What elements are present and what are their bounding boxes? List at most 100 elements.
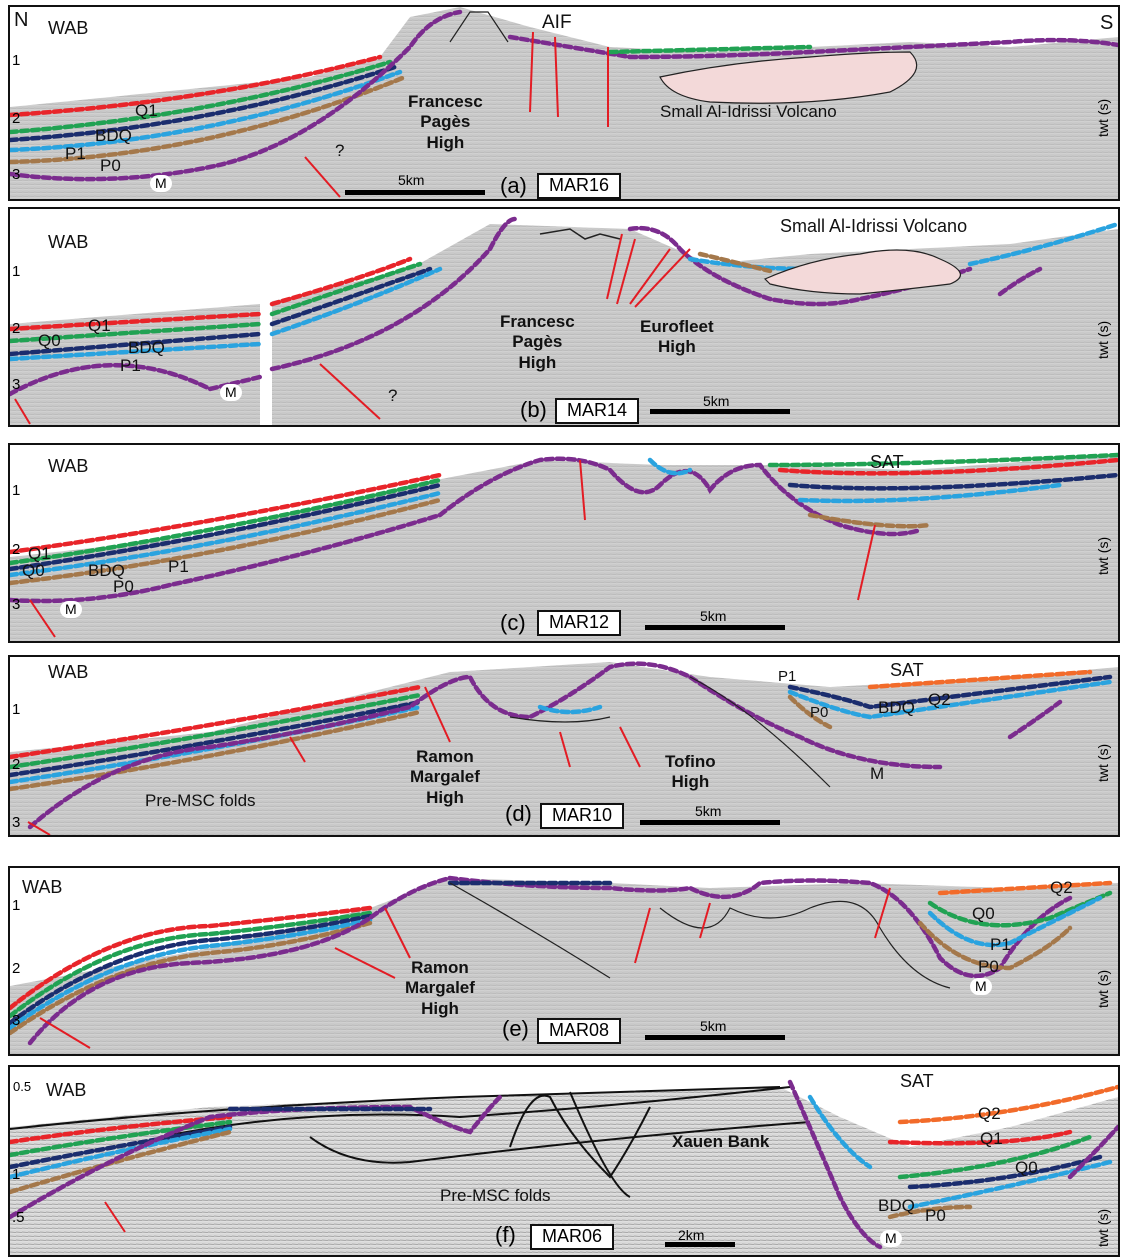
- label-p1: P1: [120, 356, 141, 375]
- scale-label: 5km: [700, 1018, 727, 1034]
- tick-1: 1: [12, 1166, 21, 1183]
- region-sat: SAT: [890, 660, 924, 680]
- label-p1: P1: [778, 668, 797, 685]
- panel-letter: (b): [520, 397, 547, 422]
- region-aif: AIF: [542, 12, 572, 33]
- region-wab: WAB: [22, 877, 63, 897]
- scale-label: 5km: [703, 393, 730, 409]
- scale-label: 2km: [678, 1227, 705, 1243]
- label-q: ?: [335, 141, 345, 160]
- tick-2: 2: [12, 320, 21, 337]
- horizon-q1: [10, 54, 383, 118]
- label-m: M: [880, 1230, 902, 1248]
- panel-f: 0.5 WAB SAT 1 .5 twt (s) Q2 Q1 Q0 BDQ P0…: [8, 1065, 1120, 1257]
- label-bdq: BDQ: [88, 561, 125, 580]
- tick-1: 1: [12, 701, 21, 718]
- axis-label: twt (s): [1095, 98, 1111, 137]
- interpretation-overlay: [10, 875, 1113, 1049]
- label-p0: P0: [810, 704, 829, 721]
- label-q0: Q0: [22, 561, 45, 580]
- label-francesc-high: Francesc Pagès High: [500, 312, 575, 372]
- line-label: MAR12: [537, 610, 622, 636]
- label-p0: P0: [925, 1206, 946, 1225]
- interpretation-overlay: [10, 661, 1113, 835]
- pluton-outline: [449, 11, 509, 43]
- panel-letter: (f): [495, 1222, 516, 1247]
- tick-3: 3: [12, 376, 21, 393]
- panel-letter: (a): [500, 173, 527, 198]
- label-q0: Q0: [38, 331, 61, 350]
- label-q2: Q2: [1050, 878, 1073, 897]
- label-q0: Q0: [972, 904, 995, 923]
- horizon-bdq: [10, 64, 398, 143]
- label-pre-msc-folds: Pre-MSC folds: [440, 1186, 551, 1205]
- label-m: M: [150, 175, 172, 193]
- label-m: M: [870, 764, 885, 783]
- line-label: MAR06: [530, 1224, 615, 1250]
- tick-3: 3: [12, 166, 21, 183]
- panel-a: N S WAB AIF 1 2 3 twt (s) Q1 BDQ P1 P0 M…: [8, 5, 1120, 201]
- interpretation-overlay: [10, 1079, 1118, 1250]
- axis-label: twt (s): [1095, 320, 1111, 359]
- label-bdq: BDQ: [128, 338, 165, 357]
- region-wab: WAB: [48, 232, 89, 252]
- label-m: M: [220, 384, 242, 402]
- label-p0: P0: [113, 577, 134, 596]
- label-p1: P1: [168, 557, 189, 576]
- region-wab: WAB: [48, 662, 89, 682]
- region-wab: WAB: [46, 1080, 87, 1100]
- label-q1: Q1: [980, 1129, 1003, 1148]
- label-q0: Q0: [1015, 1158, 1038, 1177]
- horizon-q0: [10, 59, 393, 135]
- label-tofino-high: Tofino High: [665, 752, 716, 792]
- tick-1-5: .5: [12, 1209, 25, 1226]
- tick-1: 1: [12, 52, 21, 69]
- label-p1: P1: [990, 935, 1011, 954]
- scale-bar: [665, 1242, 735, 1247]
- label-q1: Q1: [135, 101, 158, 120]
- tick-1: 1: [12, 482, 21, 499]
- region-wab: WAB: [48, 456, 89, 476]
- volcano-body: [659, 51, 918, 104]
- scale-bar: [645, 1035, 785, 1040]
- seismic-background: [10, 878, 1118, 1054]
- scale-bar: [650, 409, 790, 414]
- axis-label: twt (s): [1095, 536, 1111, 575]
- label-q1: Q1: [88, 316, 111, 335]
- label-pre-msc-folds: Pre-MSC folds: [145, 791, 256, 810]
- axis-label: twt (s): [1095, 743, 1111, 782]
- region-sat: SAT: [870, 452, 904, 472]
- tick-1: 1: [12, 897, 21, 914]
- scale-bar: [645, 625, 785, 630]
- tick-2: 2: [12, 541, 21, 558]
- label-francesc-high: Francesc Pagès High: [408, 92, 483, 152]
- region-wab: WAB: [48, 18, 89, 38]
- line-label: MAR16: [537, 173, 622, 199]
- horizon-p1: [10, 69, 403, 153]
- label-volcano: Small Al-Idrissi Volcano: [660, 102, 837, 121]
- label-m: M: [60, 601, 82, 619]
- label-bdq: BDQ: [878, 698, 915, 717]
- faults: [304, 31, 609, 198]
- panel-e: WAB 1 2 3 twt (s) Q2 Q0 P1 P0 M Ramon Ma…: [8, 866, 1120, 1056]
- scale-bar: [640, 820, 780, 825]
- horizon-q0-right: [607, 44, 813, 55]
- label-ramon-high: Ramon Margalef High: [410, 747, 480, 807]
- tick-2: 2: [12, 756, 21, 773]
- interpretation-overlay: [10, 9, 1118, 198]
- tick-3: 3: [12, 596, 21, 613]
- panel-letter: (e): [502, 1016, 529, 1041]
- line-label: MAR10: [540, 803, 625, 829]
- north-label: N: [14, 9, 29, 31]
- label-ramon-high: Ramon Margalef High: [405, 958, 475, 1018]
- axis-label: twt (s): [1095, 1208, 1111, 1247]
- tick-1: 1: [12, 263, 21, 280]
- label-q2: Q2: [928, 690, 951, 709]
- volcano-body: [763, 249, 961, 295]
- interpretation-overlay: [10, 216, 1118, 425]
- label-bdq: BDQ: [95, 126, 132, 145]
- south-label: S: [1100, 12, 1114, 34]
- line-label: MAR14: [555, 398, 640, 424]
- tick-0-5: 0.5: [13, 1079, 32, 1094]
- axis-label: twt (s): [1095, 969, 1111, 1008]
